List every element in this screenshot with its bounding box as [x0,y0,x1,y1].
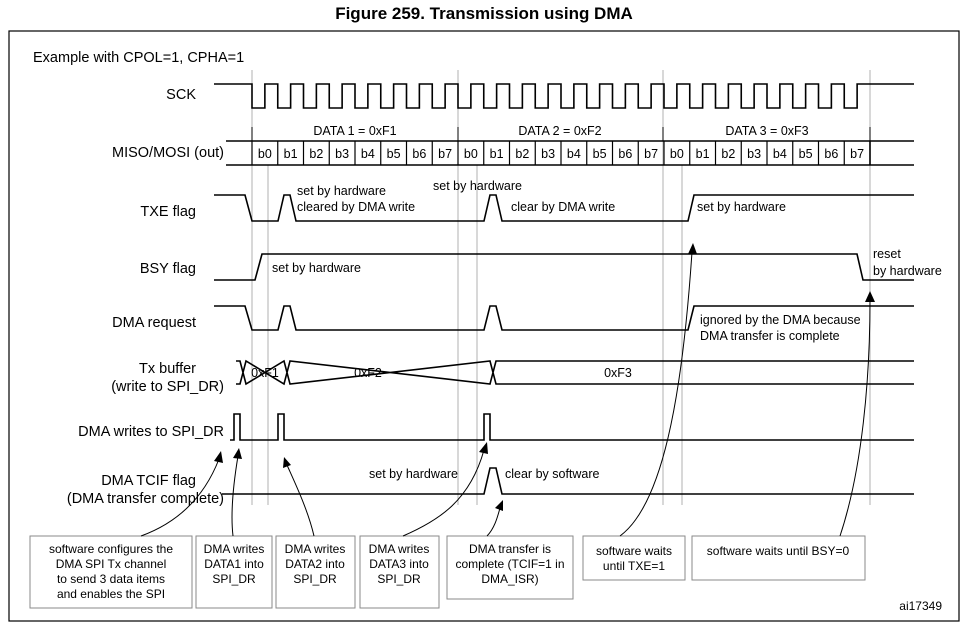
bit-label: b1 [490,147,504,161]
txe-waveform [214,194,914,222]
txe-cleared-dma: cleared by DMA write [297,200,415,214]
tx-buffer-bus [236,359,914,386]
bit-label: b2 [309,147,323,161]
sck-waveform [214,83,914,109]
bit-label: b2 [721,147,735,161]
bit-label: b0 [670,147,684,161]
label-miso-mosi: MISO/MOSI (out) [112,145,224,161]
note-3-line-3: SPI_DR [293,572,337,586]
tx-value-3: 0xF3 [604,366,632,380]
tx-value-2: 0xF2 [354,366,382,380]
bit-label: b0 [464,147,478,161]
bsy-set-hw: set by hardware [272,261,361,275]
note-box-7 [691,535,866,581]
note-box-3 [275,535,356,609]
note-boxes [29,535,866,609]
note-1-line-1: software configures the [49,542,173,556]
note-box-2 [195,535,273,609]
note-box-4 [359,535,440,609]
tcif-clear-sw: clear by software [505,467,600,481]
label-tcif-sub: (DMA transfer complete) [67,491,224,507]
note-4-line-1: DMA writes [369,542,430,556]
signal-labels: SCK MISO/MOSI (out) TXE flag BSY flag DM… [67,87,224,507]
bit-label: b7 [850,147,864,161]
note-box-5 [446,535,574,600]
tcif-set-hw: set by hardware [369,467,458,481]
bit-label: b5 [799,147,813,161]
note-4-line-3: SPI_DR [377,572,421,586]
bsy-reset-line1: reset [873,247,901,261]
bsy-waveform [214,253,914,281]
bit-label: b3 [541,147,555,161]
note-3-line-1: DMA writes [285,542,346,556]
bit-label: b0 [258,147,272,161]
dma-writes-waveform [230,413,914,441]
label-tx-buffer-sub: (write to SPI_DR) [111,379,224,395]
label-txe: TXE flag [140,204,196,220]
tx-value-1: 0xF1 [251,366,279,380]
label-sck: SCK [166,87,196,103]
data-frames: DATA 1 = 0xF1 DATA 2 = 0xF2 DATA 3 = 0xF… [251,124,871,141]
note-1-line-3: to send 3 data items [57,572,165,586]
txe-set-hw-3: set by hardware [697,200,786,214]
bit-label: b3 [335,147,349,161]
bit-label: b7 [644,147,658,161]
note-2-line-2: DATA1 into [204,557,264,571]
note-box-1 [29,535,193,609]
note-1-line-2: DMA SPI Tx channel [56,557,167,571]
dma-request-waveform [214,305,914,331]
tcif-waveform [222,467,914,495]
bit-label: b4 [773,147,787,161]
bit-label: b6 [824,147,838,161]
bit-label: b5 [593,147,607,161]
figure-ref-id: ai17349 [899,599,942,613]
txe-set-hw-1: set by hardware [297,184,386,198]
bit-label: b1 [284,147,298,161]
data-frame-3: DATA 3 = 0xF3 [725,124,808,138]
bit-label: b6 [618,147,632,161]
note-1-line-4: and enables the SPI [57,587,165,601]
note-7-line-1: software waits until BSY=0 [707,544,850,558]
example-label: Example with CPOL=1, CPHA=1 [33,50,244,66]
label-dma-request: DMA request [112,315,196,331]
bit-label: b1 [696,147,710,161]
miso-mosi-bus [226,140,914,166]
note-6-line-1: software waits [596,544,672,558]
bsy-reset-line2: by hardware [873,264,942,278]
note-box-6 [582,535,686,581]
note-5-line-1: DMA transfer is [469,542,551,556]
bit-label: b2 [515,147,529,161]
label-bsy: BSY flag [140,261,196,277]
note-2-line-1: DMA writes [204,542,265,556]
note-5-line-3: DMA_ISR) [481,572,538,586]
label-tx-buffer: Tx buffer [139,361,196,377]
bit-label: b6 [412,147,426,161]
bit-label: b7 [438,147,452,161]
txe-set-hw-2: set by hardware [433,179,522,193]
diagram-frame [8,30,960,622]
note-2-line-3: SPI_DR [212,572,256,586]
txe-clear-dma: clear by DMA write [511,200,615,214]
dma-ignored-line1: ignored by the DMA because [700,313,861,327]
label-dma-writes: DMA writes to SPI_DR [78,424,224,440]
bit-label: b3 [747,147,761,161]
label-tcif: DMA TCIF flag [101,473,196,489]
bit-label: b4 [567,147,581,161]
bit-label: b4 [361,147,375,161]
bit-label: b5 [387,147,401,161]
data-frame-1: DATA 1 = 0xF1 [313,124,396,138]
bit-cells: b0 b1 b2 b3 b4 b5 b6 b7 b0 b1 b2 b3 b4 b5 b6 b7 b0 b1 b2 b3… [251,141,864,165]
data-frame-2: DATA 2 = 0xF2 [518,124,601,138]
note-4-line-2: DATA3 into [369,557,429,571]
callout-arrows [140,243,875,537]
note-6-line-2: until TXE=1 [603,559,665,573]
note-5-line-2: complete (TCIF=1 in [455,557,564,571]
note-3-line-2: DATA2 into [285,557,345,571]
dma-ignored-line2: DMA transfer is complete [700,329,840,343]
figure-title: Figure 259. Transmission using DMA [335,4,633,23]
